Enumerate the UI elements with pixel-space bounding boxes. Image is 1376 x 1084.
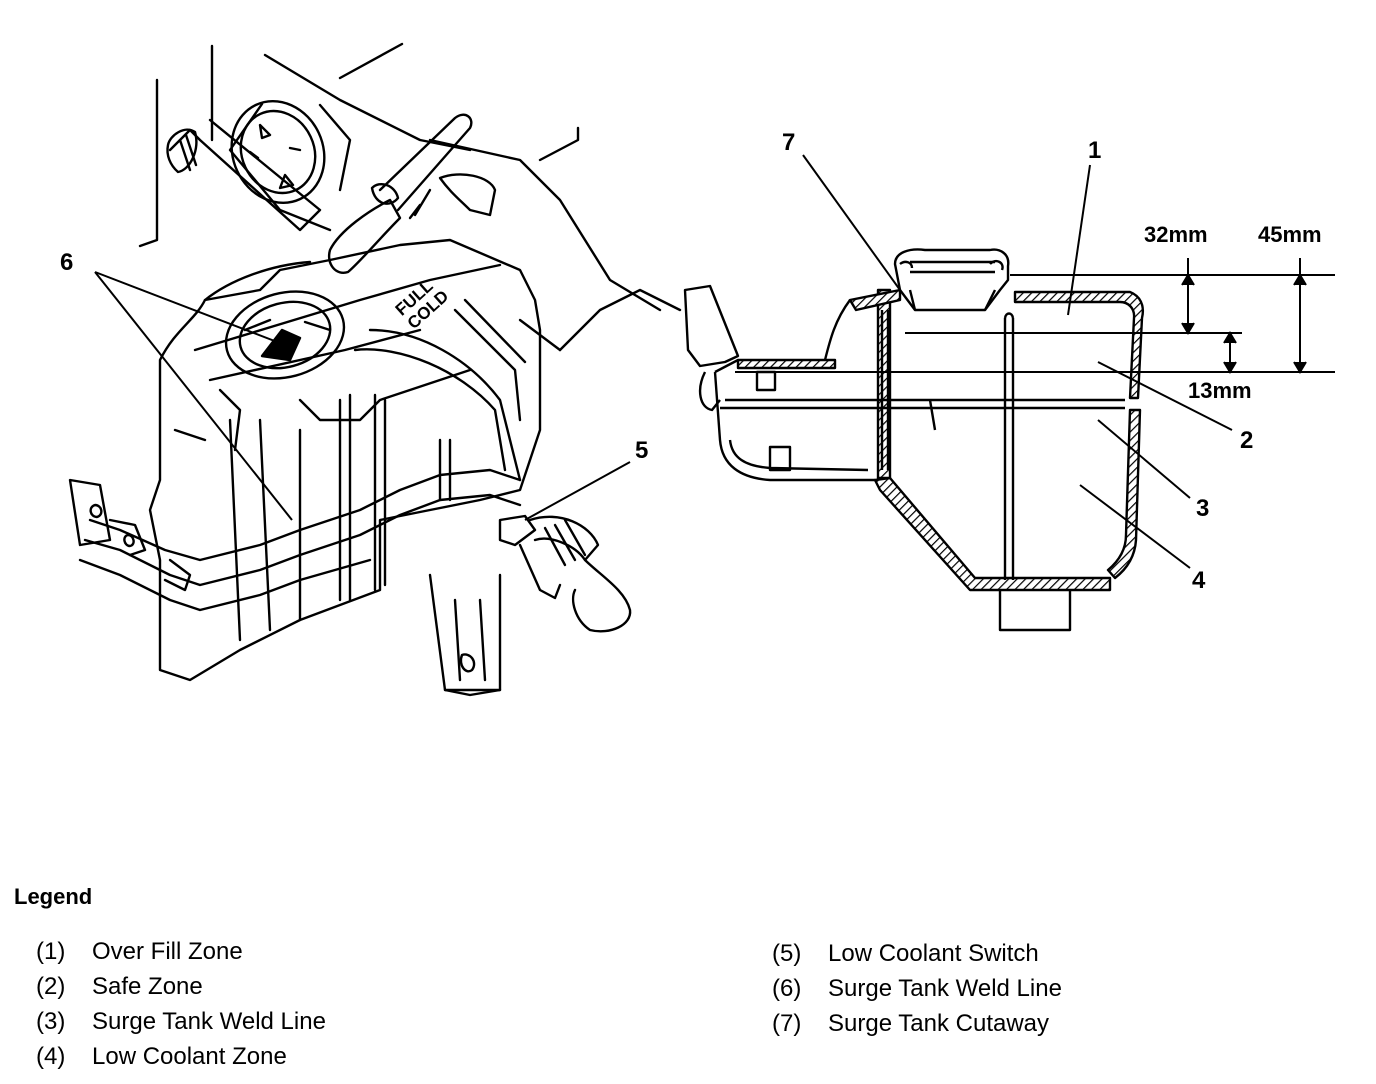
engine-bay-illustration: FULL COLD xyxy=(68,42,682,697)
callout-1: 1 xyxy=(1088,137,1101,164)
legend-item-number: (2) xyxy=(36,973,66,1000)
legend-item-label: Surge Tank Weld Line xyxy=(828,975,1062,1002)
legend-item-number: (5) xyxy=(772,940,802,967)
legend-item-1: (1) Over Fill Zone xyxy=(36,934,326,969)
legend-columns: (1) Over Fill Zone (2) Safe Zone (3) Surge … xyxy=(14,934,1354,1084)
legend-item-4: (4) Low Coolant Zone xyxy=(36,1039,326,1074)
legend-item-number: (1) xyxy=(36,938,66,965)
legend-item-3: (3) Surge Tank Weld Line xyxy=(36,1004,326,1039)
level-lines xyxy=(735,258,1335,374)
surge-tank-cutaway xyxy=(683,248,1144,632)
left-callout-leaders xyxy=(94,271,631,521)
dimension-45mm: 45mm xyxy=(1258,222,1322,247)
legend-item-label: Low Coolant Switch xyxy=(828,940,1039,967)
callout-4: 4 xyxy=(1192,567,1206,594)
callout-7: 7 xyxy=(782,129,795,156)
legend-item-number: (3) xyxy=(36,1008,66,1035)
legend-item-number: (6) xyxy=(772,975,802,1002)
legend-item-label: Surge Tank Cutaway xyxy=(828,1010,1050,1037)
legend-column-right: (5) Low Coolant Switch (6) Surge Tank Weld… xyxy=(772,936,1062,1041)
callout-2: 2 xyxy=(1240,427,1253,454)
callout-6: 6 xyxy=(60,249,73,276)
legend-item-label: Low Coolant Zone xyxy=(92,1043,287,1070)
legend-item-label: Over Fill Zone xyxy=(92,938,243,965)
legend-item-5: (5) Low Coolant Switch xyxy=(772,936,1062,971)
legend-item-2: (2) Safe Zone xyxy=(36,969,326,1004)
legend-item-number: (4) xyxy=(36,1043,66,1070)
legend-item-label: Safe Zone xyxy=(92,973,203,1000)
legend: Legend (1) Over Fill Zone (2) Safe Zone (3… xyxy=(14,884,1354,1084)
legend-item-7: (7) Surge Tank Cutaway xyxy=(772,1006,1062,1041)
surge-tank-diagram: FULL COLD 6 5 xyxy=(60,42,1335,697)
legend-title: Legend xyxy=(14,884,93,909)
legend-column-left: (1) Over Fill Zone (2) Safe Zone (3) Surge … xyxy=(36,934,326,1074)
dimension-32mm: 32mm xyxy=(1144,222,1208,247)
legend-item-number: (7) xyxy=(772,1010,802,1037)
dimension-13mm: 13mm xyxy=(1188,378,1252,403)
callout-5: 5 xyxy=(635,437,648,464)
legend-item-label: Surge Tank Weld Line xyxy=(92,1008,326,1035)
right-callout-leaders xyxy=(802,154,1233,569)
legend-item-6: (6) Surge Tank Weld Line xyxy=(772,971,1062,1006)
callout-3: 3 xyxy=(1196,495,1209,522)
